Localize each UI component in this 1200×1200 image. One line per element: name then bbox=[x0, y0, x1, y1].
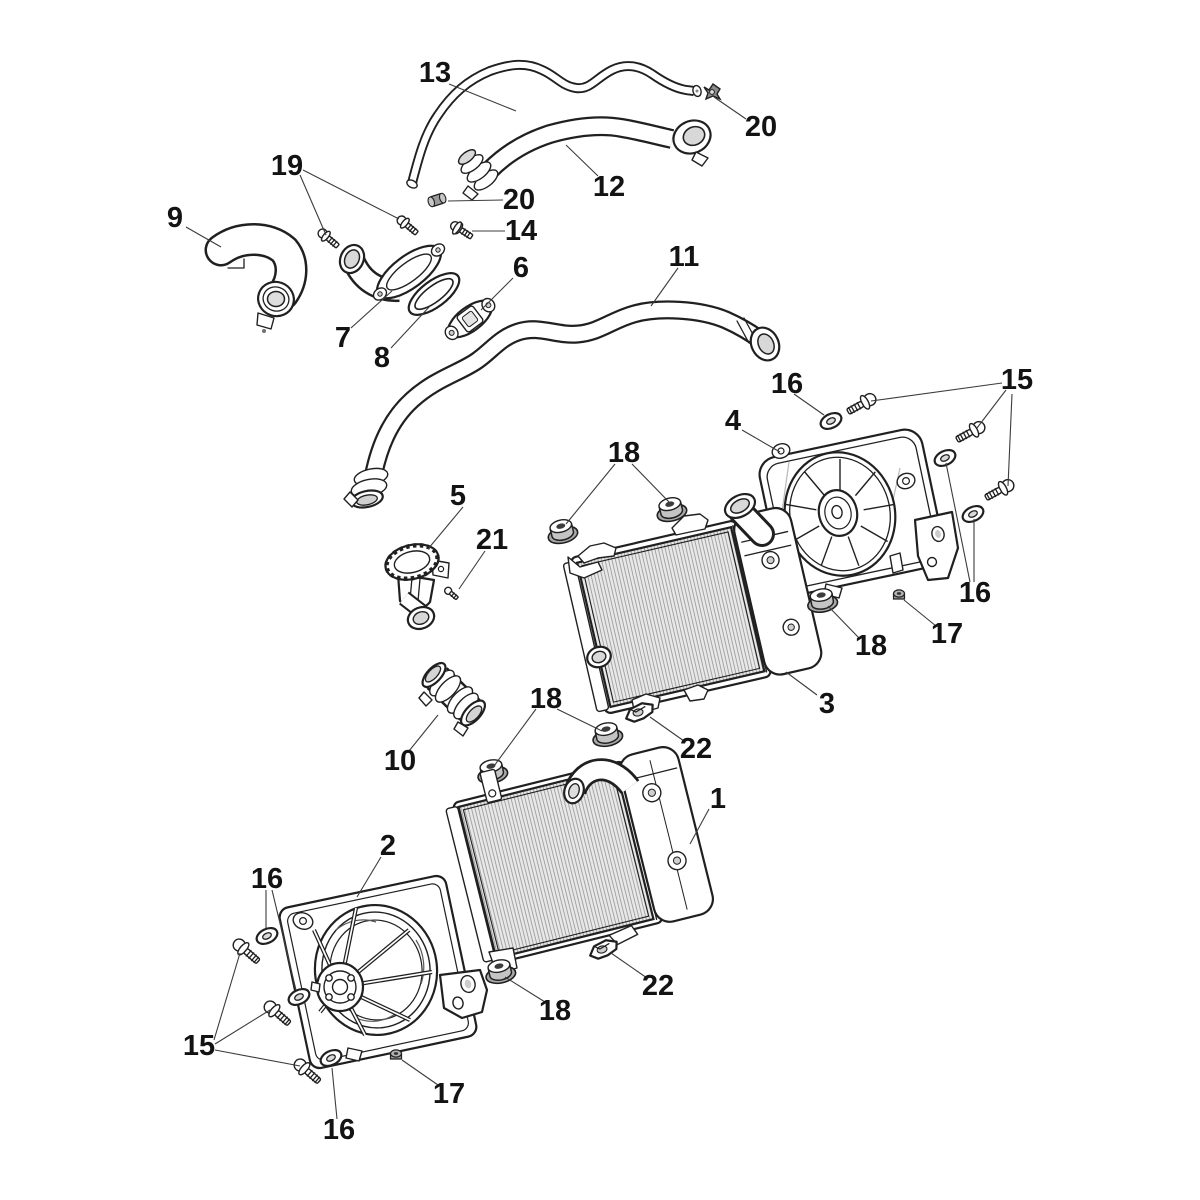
part-callout-7: 7 bbox=[335, 322, 351, 354]
screw-21 bbox=[442, 585, 461, 602]
leader-line-part-7 bbox=[350, 290, 393, 329]
part-callout-16: 16 bbox=[771, 368, 803, 400]
part-callout-16: 16 bbox=[959, 577, 991, 609]
bolt-14 bbox=[447, 218, 476, 243]
bracket-22-bottom bbox=[586, 936, 621, 962]
part-callout-2: 2 bbox=[380, 830, 396, 862]
leader-line-part-1 bbox=[689, 808, 710, 845]
radiator-lower-1 bbox=[445, 746, 714, 975]
leader-line-part-4 bbox=[741, 429, 781, 453]
leader-line-part-19 bbox=[299, 174, 327, 236]
leader-line-part-15 bbox=[870, 382, 1003, 402]
leader-line-part-5 bbox=[427, 506, 464, 550]
leader-line-part-13 bbox=[448, 83, 517, 112]
part-callout-14: 14 bbox=[505, 215, 537, 247]
leader-line-part-3 bbox=[785, 671, 818, 696]
part-callout-16: 16 bbox=[323, 1114, 355, 1146]
part-callout-12: 12 bbox=[593, 171, 625, 203]
part-callout-18: 18 bbox=[530, 683, 562, 715]
leader-line-part-21 bbox=[458, 550, 486, 590]
part-callout-10: 10 bbox=[384, 745, 416, 777]
fan-lower-2 bbox=[278, 874, 489, 1070]
leader-line-part-18 bbox=[631, 463, 670, 503]
hose-11 bbox=[343, 300, 781, 509]
part-callout-18: 18 bbox=[608, 437, 640, 469]
grommet-18-d bbox=[589, 719, 625, 750]
part-callout-6: 6 bbox=[513, 252, 529, 284]
grommet-18-a bbox=[543, 515, 581, 548]
water-outlet-elbow-7 bbox=[338, 243, 446, 302]
part-callout-22: 22 bbox=[642, 970, 674, 1002]
part-callout-21: 21 bbox=[476, 524, 508, 556]
gasket-8 bbox=[407, 272, 461, 316]
part-callout-8: 8 bbox=[374, 342, 390, 374]
hose-top-thick-12 bbox=[457, 116, 712, 201]
leader-line-part-16 bbox=[331, 1067, 338, 1120]
part-callout-20: 20 bbox=[503, 184, 535, 216]
leader-line-part-16 bbox=[793, 393, 825, 416]
leader-line-part-9 bbox=[185, 226, 222, 248]
leader-line-part-18 bbox=[565, 463, 616, 525]
leader-line-part-17 bbox=[903, 599, 937, 627]
bolts-19 bbox=[314, 212, 422, 252]
part-callout-15: 15 bbox=[1001, 364, 1033, 396]
leader-line-part-20 bbox=[713, 96, 747, 120]
part-callout-13: 13 bbox=[419, 57, 451, 89]
part-callout-15: 15 bbox=[183, 1030, 215, 1062]
leader-line-part-15 bbox=[214, 1049, 301, 1067]
part-callout-9: 9 bbox=[167, 202, 183, 234]
part-callout-19: 19 bbox=[271, 150, 303, 182]
leader-line-part-10 bbox=[408, 714, 439, 752]
leader-line-part-15 bbox=[213, 952, 241, 1041]
leader-line-part-12 bbox=[565, 144, 599, 177]
leader-line-part-15 bbox=[1007, 393, 1013, 487]
part-callout-17: 17 bbox=[931, 618, 963, 650]
leader-line-part-15 bbox=[976, 389, 1007, 429]
hose-clip-20-top bbox=[703, 83, 722, 101]
part-callout-5: 5 bbox=[450, 480, 466, 512]
leader-line-part-16 bbox=[271, 889, 297, 991]
leader-line-part-19 bbox=[302, 169, 400, 220]
leader-line-part-11 bbox=[650, 267, 679, 307]
filler-neck-5 bbox=[384, 543, 450, 631]
leader-line-part-20 bbox=[447, 199, 504, 202]
part-callout-22: 22 bbox=[680, 733, 712, 765]
part-callout-3: 3 bbox=[819, 688, 835, 720]
part-callout-1: 1 bbox=[710, 783, 726, 815]
leader-line-part-17 bbox=[401, 1059, 439, 1086]
leader-line-part-16 bbox=[945, 462, 971, 583]
hose-10 bbox=[418, 661, 487, 737]
part-callout-18: 18 bbox=[539, 995, 571, 1027]
hose-top-thin-13 bbox=[406, 59, 702, 189]
leader-line-part-6 bbox=[480, 277, 514, 311]
leader-line-part-15 bbox=[214, 1009, 271, 1045]
hose-clip-20-mid bbox=[427, 192, 447, 208]
leader-line-part-2 bbox=[356, 856, 382, 898]
hose-9 bbox=[204, 223, 308, 333]
leader-line-part-18 bbox=[504, 976, 546, 1003]
part-callout-11: 11 bbox=[669, 241, 700, 273]
leader-line-part-8 bbox=[390, 305, 431, 349]
part-callout-17: 17 bbox=[433, 1078, 465, 1110]
fan-upper-4 bbox=[758, 428, 960, 599]
leader-line-part-18 bbox=[827, 605, 860, 639]
part-callout-20: 20 bbox=[745, 111, 777, 143]
part-callout-4: 4 bbox=[725, 405, 741, 437]
leader-line-part-22 bbox=[610, 952, 648, 979]
radiator-upper-3 bbox=[562, 492, 823, 715]
leader-line-part-22 bbox=[649, 716, 685, 742]
part-callout-18: 18 bbox=[855, 630, 887, 662]
leader-line-part-18 bbox=[556, 708, 603, 732]
leader-line-part-18 bbox=[493, 708, 537, 767]
part-callout-16: 16 bbox=[251, 863, 283, 895]
